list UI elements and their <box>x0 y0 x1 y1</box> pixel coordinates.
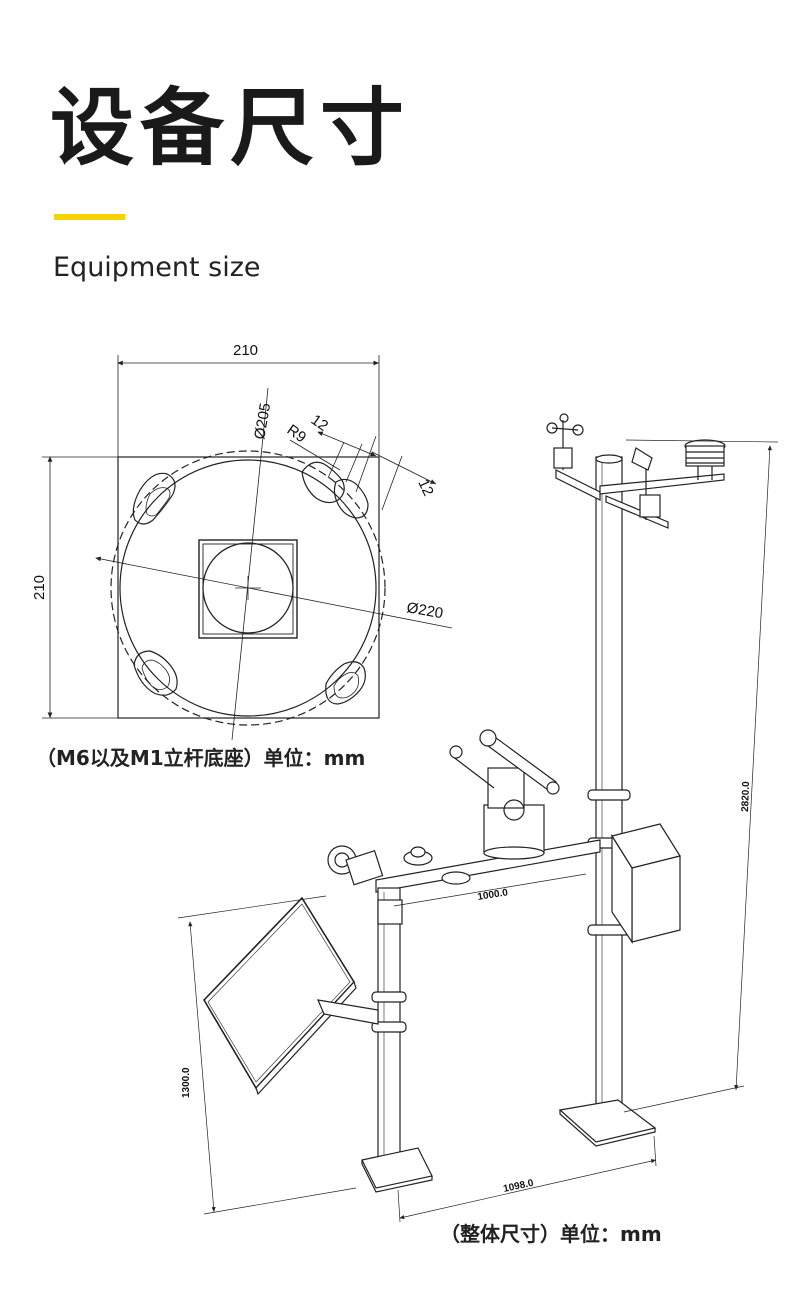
base-plate-drawing <box>42 355 453 741</box>
d220-leader <box>95 556 453 629</box>
d205-leader <box>231 387 269 741</box>
outer-diameter-label: Ø220 <box>405 599 444 622</box>
slot-dim-b-label: 12 <box>414 477 436 499</box>
slot-depth-dim <box>371 451 437 485</box>
tall-pole-height-label: 2820.0 <box>740 781 752 812</box>
wind-vane-body <box>639 494 661 518</box>
short-pole-bracket <box>377 899 403 925</box>
slot-width-dim <box>317 431 377 457</box>
short-pole-height-dim <box>188 921 216 1213</box>
short-pole-height-label: 1300.0 <box>181 1067 192 1098</box>
base-plate-outline <box>117 456 380 719</box>
title-accent-bar <box>54 214 125 220</box>
base-height-label: 210 <box>31 575 48 600</box>
station-caption: （整体尺寸）单位：mm <box>440 1222 662 1246</box>
base-width-label: 210 <box>233 342 258 359</box>
left-sensor-head <box>327 845 384 886</box>
page-subtitle: Equipment size <box>53 252 261 283</box>
radiation-shield <box>684 439 726 480</box>
crossbar-length-label: 1000.0 <box>477 887 509 903</box>
solar-panel-arm <box>317 999 379 1025</box>
mounting-slots <box>132 461 369 705</box>
base-caption: （M6以及M1立杆底座）单位：mm <box>36 746 365 770</box>
wind-vane-tail <box>631 447 653 471</box>
slot-top-left <box>132 472 176 525</box>
slot-bottom-left <box>133 650 178 696</box>
weather-station-drawing <box>177 413 779 1223</box>
center-pipe-circle <box>202 542 294 634</box>
anemometer-body <box>553 447 573 469</box>
radius-label: R9 <box>284 421 309 446</box>
pyranometer-2 <box>441 871 471 885</box>
slot-top-right <box>301 461 345 504</box>
inner-diameter-label: Ø205 <box>251 402 274 441</box>
control-box-front <box>631 855 681 943</box>
slot-top-right-2 <box>333 478 369 519</box>
pole-clamp-1 <box>587 789 631 801</box>
base-span-dim <box>399 1159 657 1220</box>
tall-pole-height-dim <box>734 445 772 1091</box>
crossbar-length-dim <box>393 873 587 907</box>
bolt-circle-dashed <box>110 450 386 726</box>
base-span-label: 1098.0 <box>502 1178 535 1195</box>
top-arm-left <box>555 469 601 501</box>
solar-panel <box>203 896 356 1090</box>
slot-dim-a-label: 12 <box>308 411 331 434</box>
page-title: 设备尺寸 <box>50 78 411 177</box>
bolt-circle <box>119 459 377 717</box>
sun-tracker <box>449 729 560 860</box>
slot-bottom-right <box>325 661 366 705</box>
r9-leader <box>289 439 341 471</box>
center-square-outer <box>198 539 298 639</box>
top-arm-right <box>599 473 725 495</box>
